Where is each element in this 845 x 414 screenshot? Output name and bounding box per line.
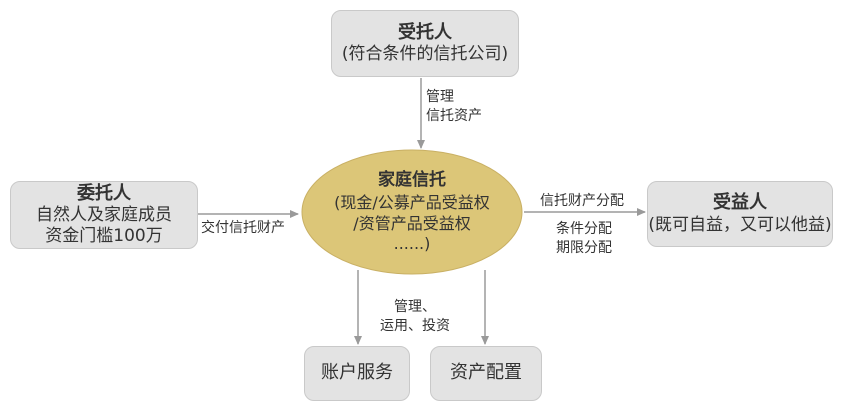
center-node: 家庭信托 (现金/公募产品受益权 /资管产品受益权 ......) xyxy=(302,150,522,274)
settlor-title: 委托人 xyxy=(77,182,131,204)
beneficiary-box: 受益人 (既可自益，又可以他益) xyxy=(647,181,833,247)
account-service-box: 账户服务 xyxy=(304,346,410,401)
asset-allocation-label: 资产配置 xyxy=(450,362,522,384)
label-manage-assets: 管理 信托资产 xyxy=(426,88,482,126)
settlor-box: 委托人 自然人及家庭成员 资金门槛100万 xyxy=(10,181,198,249)
center-line3: ......) xyxy=(393,234,431,254)
center-ellipse xyxy=(301,149,523,275)
beneficiary-subtitle: (既可自益，又可以他益) xyxy=(648,214,832,235)
label-trust-assets: 信托资产 xyxy=(426,107,482,124)
center-line2: /资管产品受益权 xyxy=(353,213,471,233)
asset-allocation-box: 资产配置 xyxy=(430,346,542,401)
trustee-title: 受托人 xyxy=(398,21,452,43)
account-service-label: 账户服务 xyxy=(321,362,393,384)
label-distribute-methods: 条件分配 期限分配 xyxy=(556,220,612,258)
label-distribute-top: 信托财产分配 xyxy=(540,193,624,209)
settlor-line2: 资金门槛100万 xyxy=(45,226,163,247)
label-manage: 管理 xyxy=(426,89,454,105)
trustee-box: 受托人 (符合条件的信托公司) xyxy=(331,10,519,77)
label-term: 期限分配 xyxy=(556,239,612,256)
label-use-invest: 运用、投资 xyxy=(380,317,450,334)
settlor-line1: 自然人及家庭成员 xyxy=(36,205,172,225)
center-title: 家庭信托 xyxy=(378,169,446,190)
trustee-subtitle: (符合条件的信托公司) xyxy=(341,44,509,65)
label-manage-comma: 管理、 xyxy=(394,299,436,315)
label-conditional: 条件分配 xyxy=(556,221,612,237)
center-line1: (现金/公募产品受益权 xyxy=(334,192,490,212)
label-deliver-property: 交付信托财产 xyxy=(201,220,285,236)
beneficiary-title: 受益人 xyxy=(713,192,767,214)
label-manage-use-invest: 管理、 运用、投资 xyxy=(380,298,450,336)
